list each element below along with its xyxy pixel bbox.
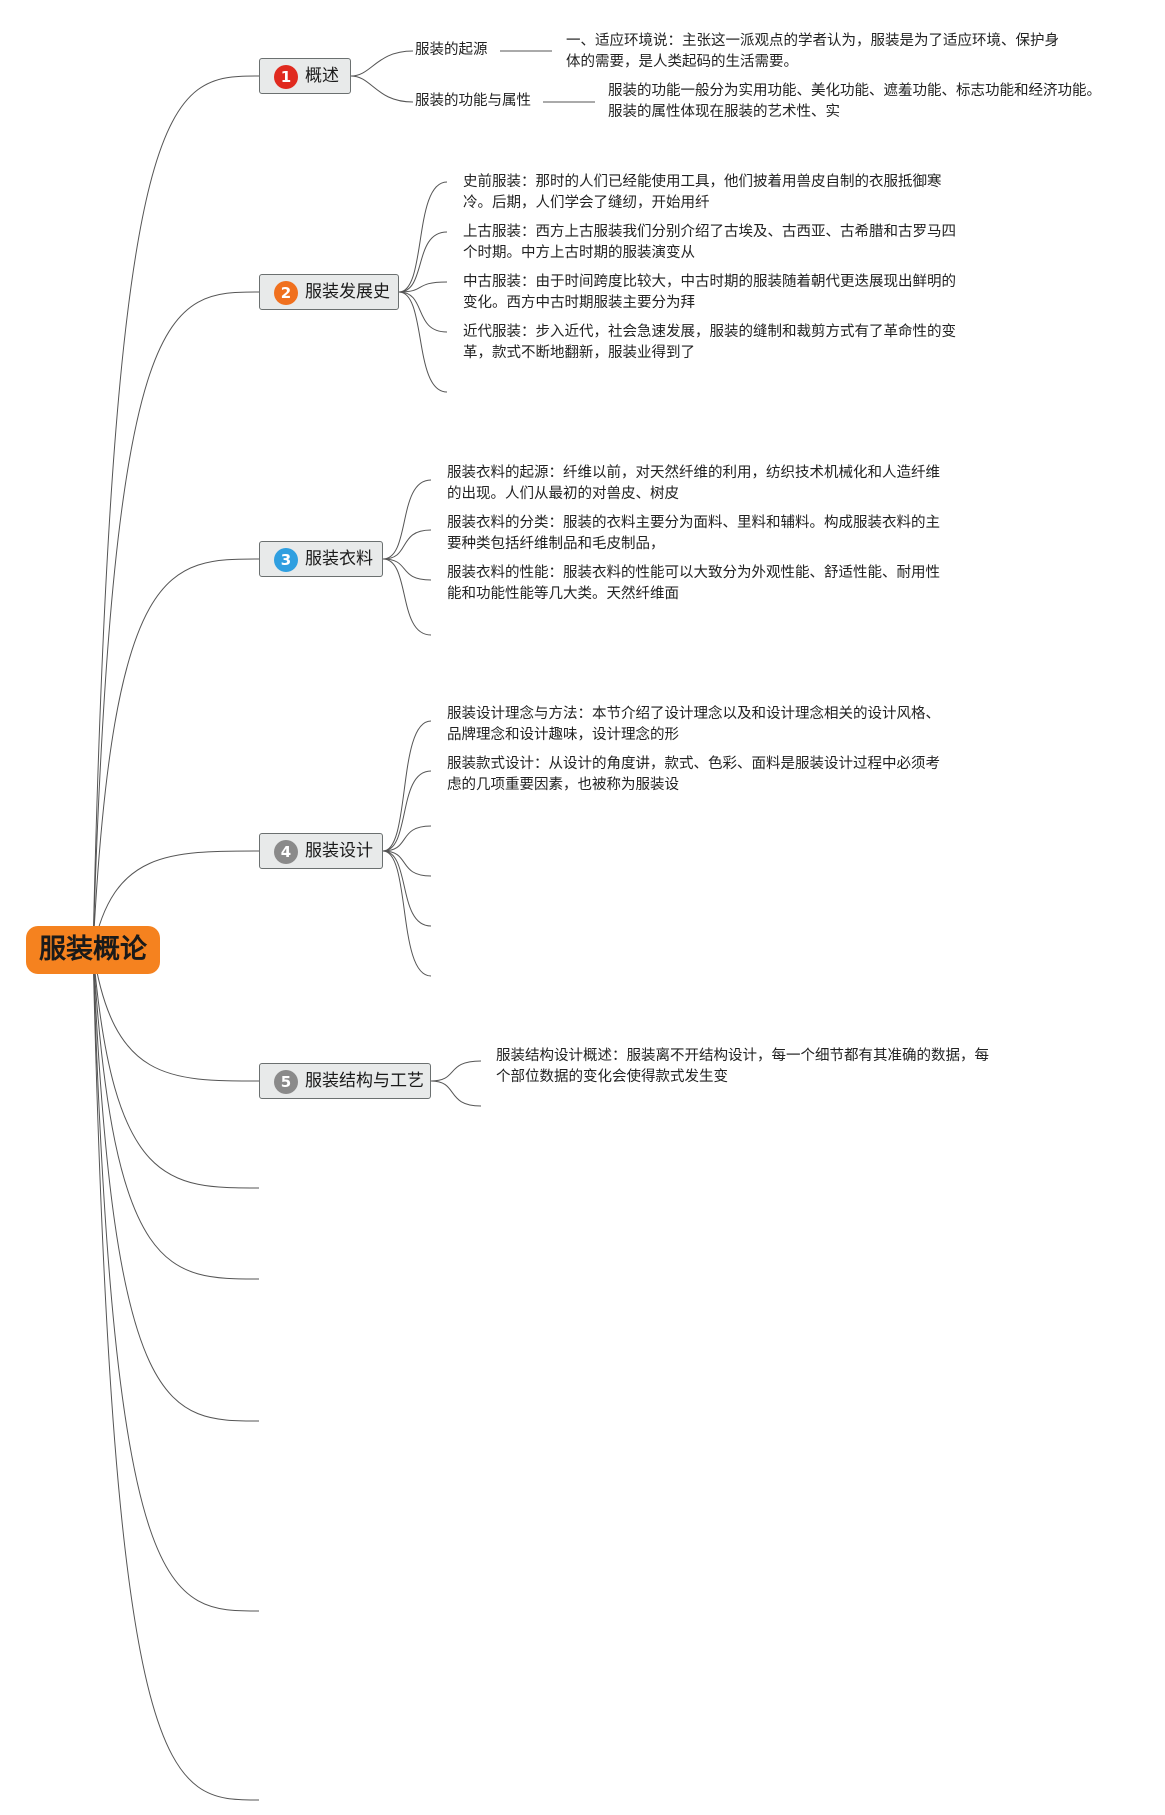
root-branch-line xyxy=(92,75,260,951)
branch-line xyxy=(398,281,448,293)
note-style-design[interactable]: 服装款式设计：从设计的角度讲，款式、色彩、面料是服装设计过程中必须考虑的几项重要… xyxy=(447,756,940,793)
branch-line xyxy=(382,850,432,877)
topic-design[interactable]: 4 服装设计 xyxy=(259,833,383,869)
branch-line xyxy=(398,231,448,293)
root-branch-line xyxy=(92,291,260,951)
branch-line xyxy=(398,181,448,293)
branch-line xyxy=(382,558,432,636)
number-5-badge-icon: 5 xyxy=(274,1070,298,1094)
root-branch-line xyxy=(92,949,260,1189)
root-branch-line xyxy=(92,558,260,951)
note-fabric-origin[interactable]: 服装衣料的起源：纤维以前，对天然纤维的利用，纺织技术机械化和人造纤维的出现。人们… xyxy=(447,465,940,502)
root-branch-line xyxy=(92,949,260,1422)
topic-label: 服装设计 xyxy=(305,841,373,861)
branch-line xyxy=(430,1080,482,1107)
topic-fabric[interactable]: 3 服装衣料 xyxy=(259,541,383,577)
note-fabric-classification[interactable]: 服装衣料的分类：服装的衣料主要分为面料、里料和辅料。构成服装衣料的主要种类包括纤… xyxy=(447,515,940,552)
branch-line xyxy=(382,850,432,927)
topic-history[interactable]: 2 服装发展史 xyxy=(259,274,399,310)
root-branch-line xyxy=(92,949,260,1280)
branch-line xyxy=(398,291,448,393)
note-prehistoric[interactable]: 史前服装：那时的人们已经能使用工具，他们披着用兽皮自制的衣服抵御寒冷。后期，人们… xyxy=(463,174,942,211)
note-origin[interactable]: 一、适应环境说：主张这一派观点的学者认为，服装是为了适应环境、保护身体的需要，是… xyxy=(566,33,1059,70)
note-fabric-performance[interactable]: 服装衣料的性能：服装衣料的性能可以大致分为外观性能、舒适性能、耐用性能和功能性能… xyxy=(447,565,940,602)
branch-line xyxy=(398,291,448,333)
branch-line xyxy=(430,1060,482,1082)
branch-line xyxy=(382,529,432,560)
number-3-badge-icon: 3 xyxy=(274,548,298,572)
root-branch-line xyxy=(92,949,260,1801)
note-medieval[interactable]: 中古服装：由于时间跨度比较大，中古时期的服装随着朝代更迭展现出鲜明的变化。西方中… xyxy=(463,274,956,311)
root-topic[interactable]: 服装概论 xyxy=(26,926,160,974)
number-1-badge-icon: 1 xyxy=(274,65,298,89)
branch-line xyxy=(382,720,432,852)
topic-label: 服装衣料 xyxy=(305,549,373,569)
number-4-badge-icon: 4 xyxy=(274,840,298,864)
topic-label: 服装发展史 xyxy=(305,282,390,302)
note-structure-overview[interactable]: 服装结构设计概述：服装离不开结构设计，每一个细节都有其准确的数据，每个部位数据的… xyxy=(496,1048,989,1085)
topic-overview[interactable]: 1 概述 xyxy=(259,58,351,94)
branch-line xyxy=(350,75,414,103)
root-branch-line xyxy=(92,949,260,1082)
branch-line xyxy=(382,558,432,581)
branch-line xyxy=(382,770,432,852)
subtopic-origin[interactable]: 服装的起源 xyxy=(415,42,488,58)
branch-line xyxy=(350,50,414,77)
note-design-concept[interactable]: 服装设计理念与方法：本节介绍了设计理念以及和设计理念相关的设计风格、品牌理念和设… xyxy=(447,706,940,743)
topic-label: 概述 xyxy=(305,66,339,86)
note-modern[interactable]: 近代服装：步入近代，社会急速发展，服装的缝制和裁剪方式有了革命性的变革，款式不断… xyxy=(463,324,956,361)
note-function[interactable]: 服装的功能一般分为实用功能、美化功能、遮羞功能、标志功能和经济功能。服装的属性体… xyxy=(608,83,1101,120)
root-branch-line xyxy=(92,850,260,951)
note-ancient[interactable]: 上古服装：西方上古服装我们分别介绍了古埃及、古西亚、古希腊和古罗马四个时期。中方… xyxy=(463,224,956,261)
subtopic-function[interactable]: 服装的功能与属性 xyxy=(415,93,531,109)
topic-label: 服装结构与工艺 xyxy=(305,1071,424,1091)
branch-line xyxy=(382,825,432,852)
number-2-badge-icon: 2 xyxy=(274,281,298,305)
root-branch-line xyxy=(92,949,260,1612)
branch-line xyxy=(382,850,432,977)
topic-structure[interactable]: 5 服装结构与工艺 xyxy=(259,1063,431,1099)
branch-line xyxy=(382,479,432,560)
